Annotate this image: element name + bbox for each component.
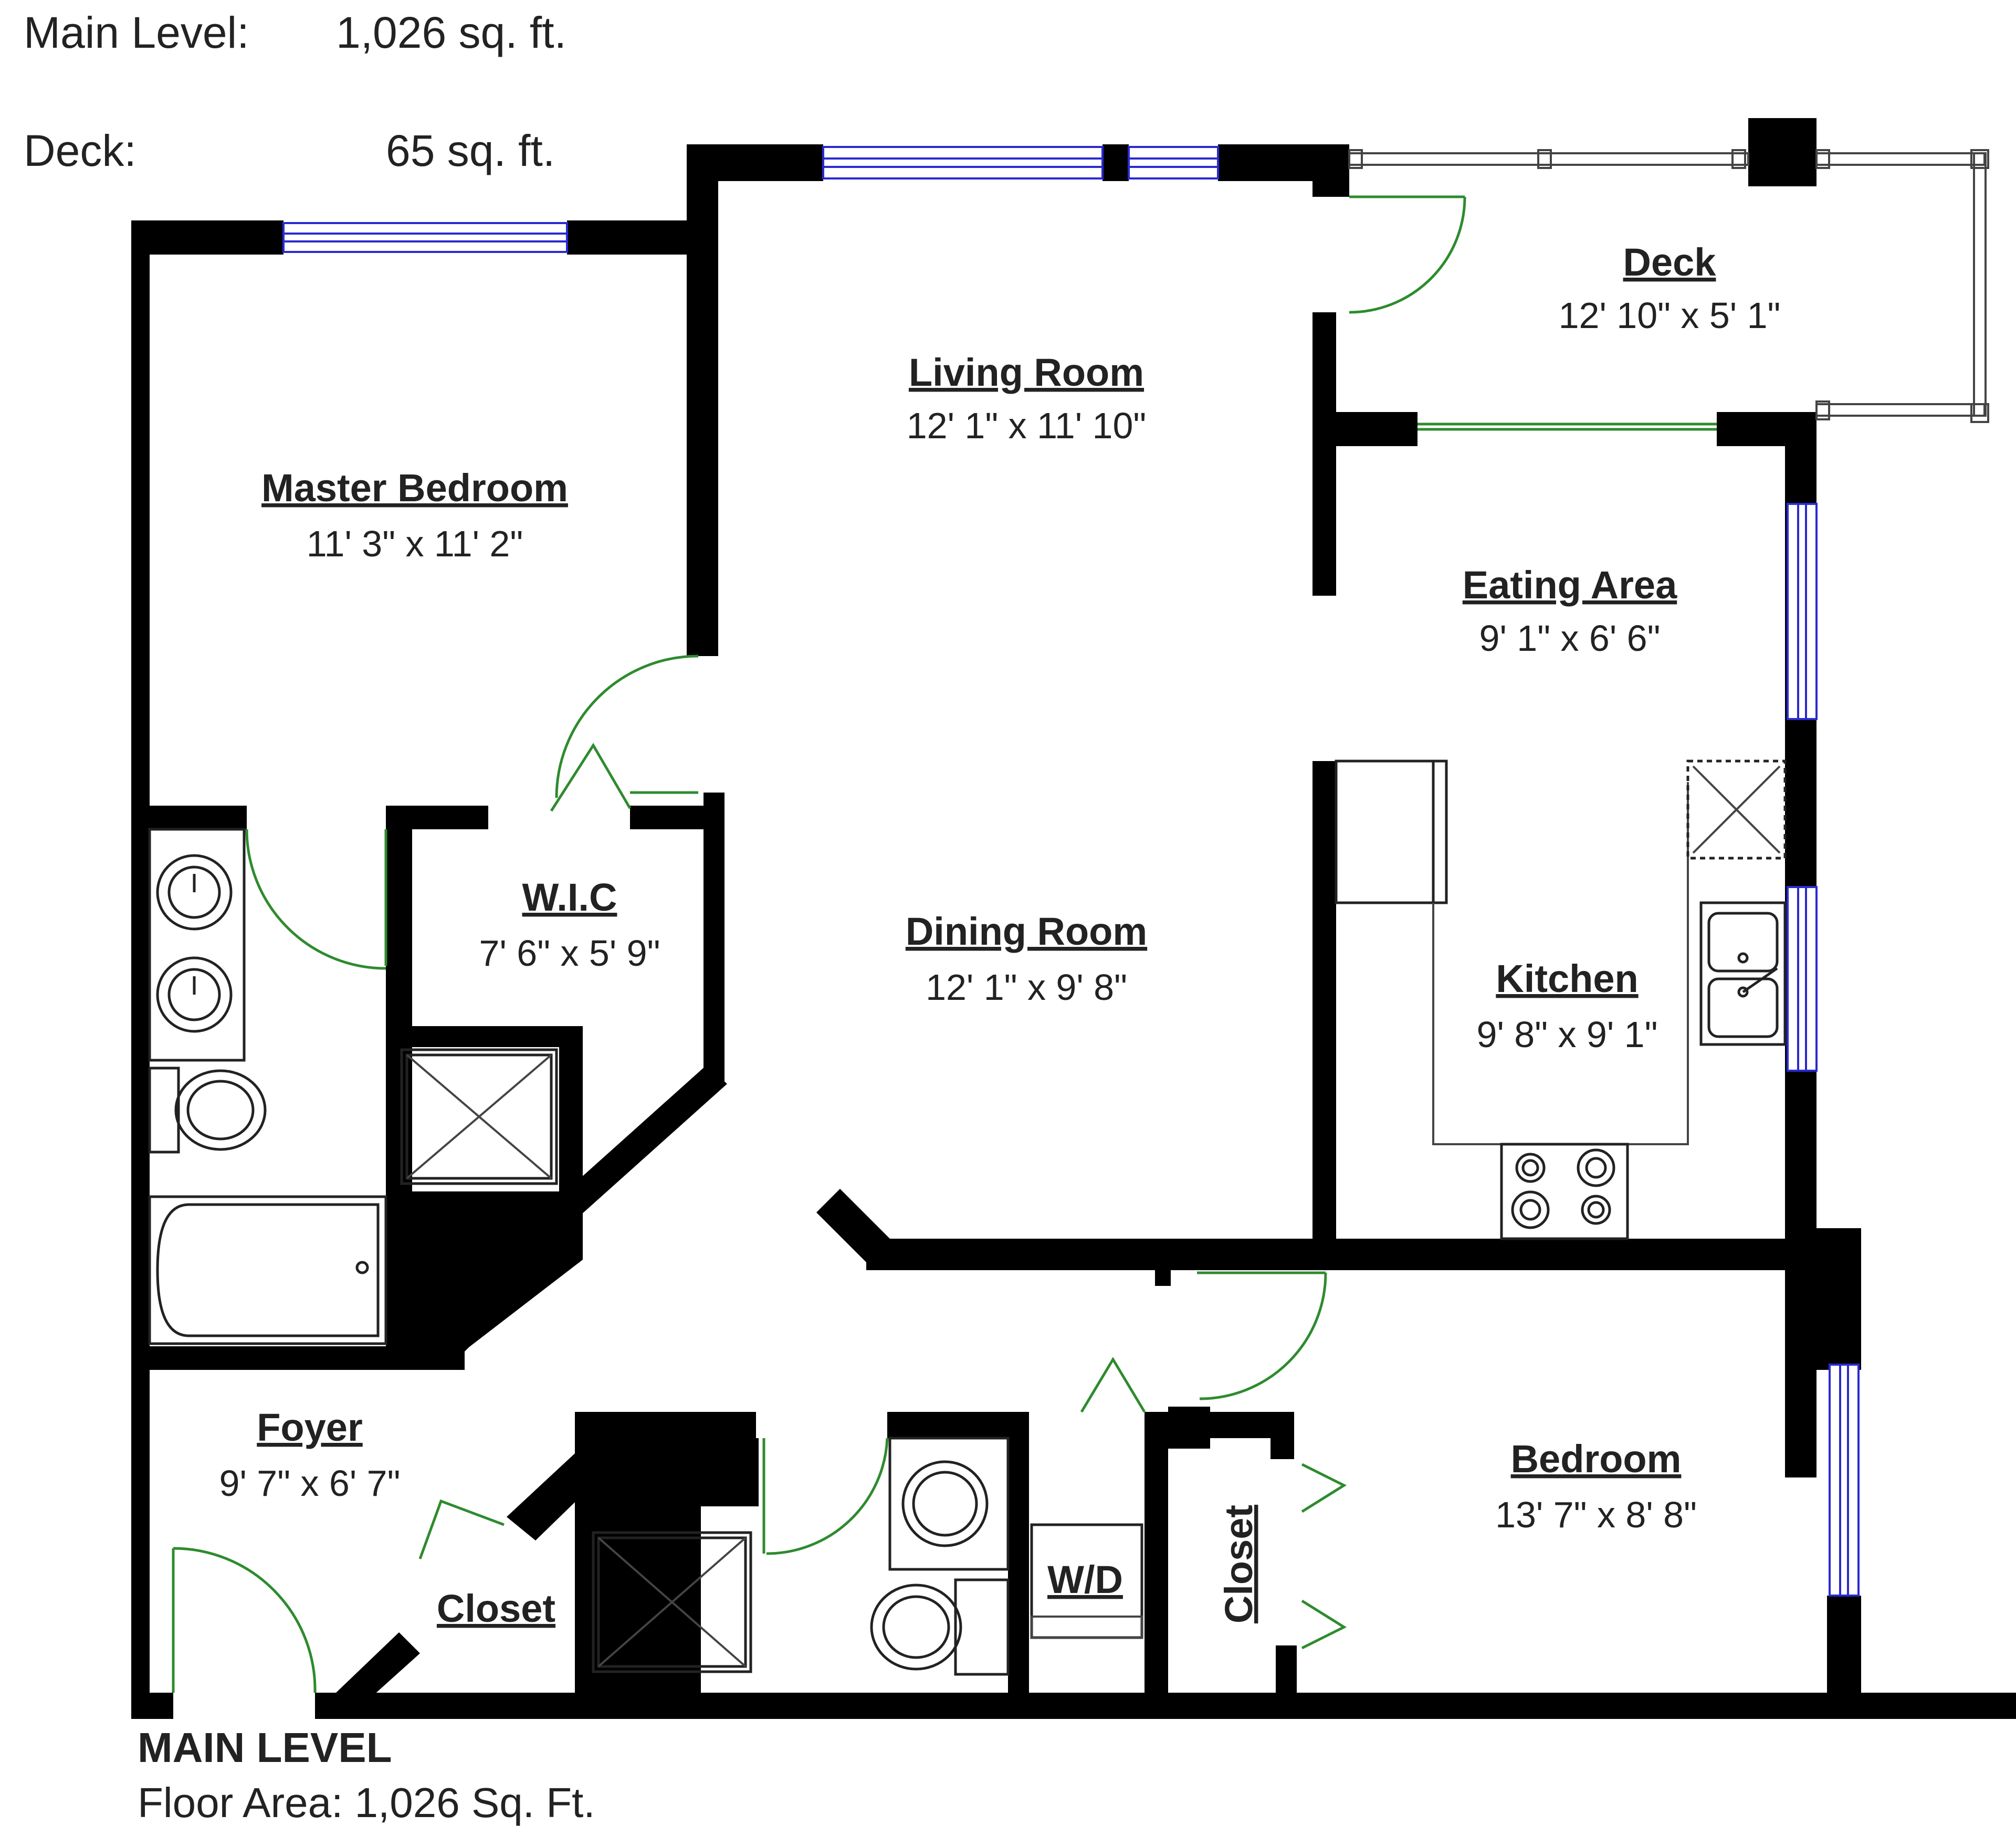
room-name-dining-room: Dining Room (906, 910, 1147, 953)
room-dims-wic: 7' 6" x 5' 9" (479, 933, 660, 974)
room-dims-foyer: 9' 7" x 6' 7" (219, 1463, 401, 1504)
main-level-value: 1,026 sq. ft. (336, 8, 566, 57)
room-name-kitchen: Kitchen (1496, 957, 1638, 1000)
room-dims-eating-area: 9' 1" x 6' 6" (1479, 618, 1661, 659)
room-name-foyer-closet: Closet (437, 1587, 555, 1630)
toilet-icon (148, 1067, 180, 1154)
floor-area: Floor Area: 1,026 Sq. Ft. (138, 1779, 595, 1826)
room-name-deck: Deck (1623, 240, 1717, 284)
fixtures (148, 759, 1787, 1676)
room-name-wic: W.I.C (522, 875, 617, 919)
main-level-label: Main Level: (24, 8, 249, 57)
room-name-laundry: W/D (1047, 1558, 1123, 1601)
sink-icon (888, 1437, 1010, 1571)
windows (282, 146, 1860, 1597)
room-name-eating-area: Eating Area (1463, 563, 1677, 607)
doors (172, 195, 1717, 1693)
kitchen-island (1335, 759, 1448, 904)
level-title: MAIN LEVEL (138, 1724, 392, 1771)
bathtub-icon (148, 1195, 387, 1345)
deck-value: 65 sq. ft. (386, 126, 555, 175)
sink-icon (156, 854, 233, 931)
room-dims-dining-room: 12' 1" x 9' 8" (926, 967, 1127, 1008)
sink-icon (156, 956, 233, 1033)
room-dims-bedroom: 13' 7" x 8' 8" (1495, 1494, 1697, 1535)
room-name-living-room: Living Room (909, 351, 1144, 394)
room-name-bedroom-closet: Closet (1217, 1505, 1261, 1623)
kitchen-sink-icon (1699, 901, 1787, 1046)
room-dims-living-room: 12' 1" x 11' 10" (907, 405, 1147, 446)
room-name-foyer: Foyer (257, 1406, 363, 1449)
stove-icon (1500, 1143, 1629, 1240)
master-vanity (148, 828, 246, 1062)
room-dims-master-bedroom: 11' 3" x 11' 2" (307, 523, 523, 564)
shower-icon (592, 1531, 752, 1673)
shower-icon (400, 1048, 558, 1185)
room-dims-kitchen: 9' 8" x 9' 1" (1477, 1014, 1658, 1055)
toilet-icon (954, 1578, 1010, 1676)
fridge-icon (1686, 759, 1787, 860)
room-dims-deck: 12' 10" x 5' 1" (1559, 295, 1781, 336)
deck-label: Deck: (24, 126, 136, 175)
room-name-bedroom: Bedroom (1511, 1437, 1682, 1481)
room-labels: Master Bedroom 11' 3" x 11' 2" Living Ro… (219, 240, 1781, 1630)
room-name-master-bedroom: Master Bedroom (261, 466, 568, 510)
deck-railing (1348, 149, 1989, 423)
